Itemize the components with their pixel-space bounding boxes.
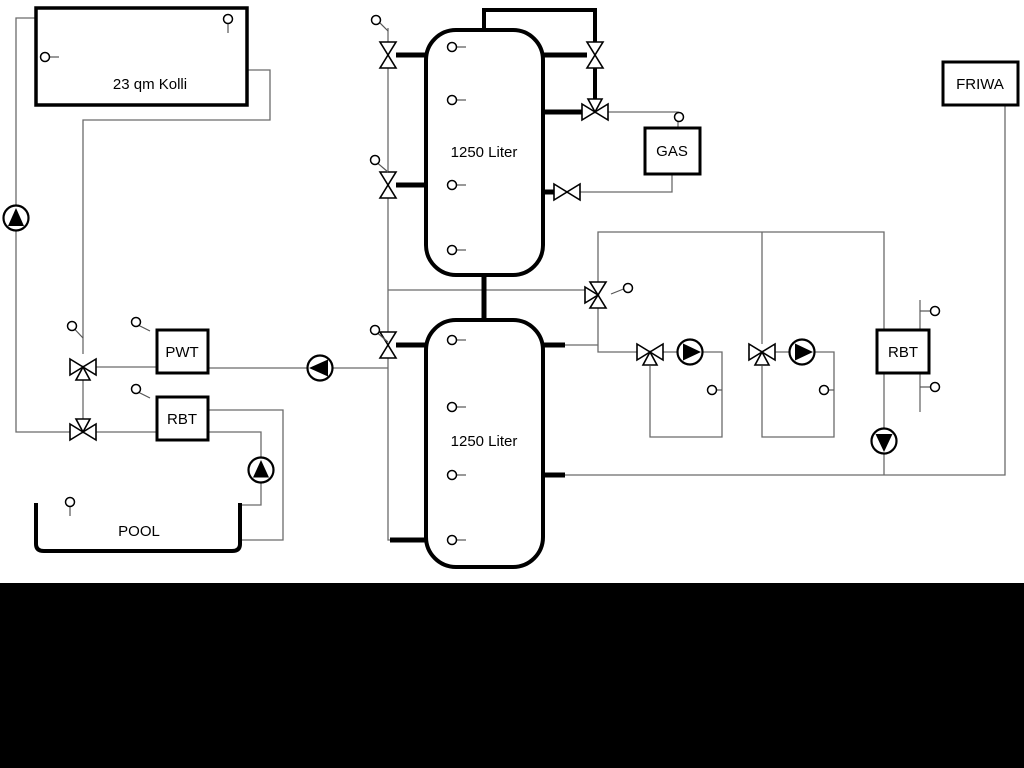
temperature-sensor-icon	[929, 381, 941, 393]
temperature-sensor-icon	[446, 244, 458, 256]
buffer-tank-upper: 1250 Liter	[424, 28, 545, 277]
shutoff-valve-gas-return-icon	[553, 182, 581, 202]
pool-basin: POOL	[34, 503, 242, 553]
temperature-sensor-icon	[369, 154, 381, 166]
three-way-mixing-valve-heating-2-icon	[748, 342, 776, 366]
shutoff-valve-tank-upper-left-top-icon	[378, 41, 398, 69]
temperature-sensor-icon	[706, 384, 718, 396]
temperature-sensor-icon	[130, 383, 142, 395]
bottom-black-band	[0, 583, 1024, 768]
temperature-sensor-icon	[446, 179, 458, 191]
buffer-tank-lower: 1250 Liter	[424, 318, 545, 569]
pump-rbt-right-icon	[870, 427, 898, 455]
friwa-station-box: FRIWA	[941, 60, 1020, 107]
pump-pool-icon	[247, 456, 275, 484]
temperature-sensor-icon	[64, 496, 76, 508]
rbt-right-label: RBT	[888, 344, 918, 361]
temperature-sensor-icon	[66, 320, 78, 332]
rbt-left-label: RBT	[167, 411, 197, 428]
three-way-valve-heating-supply-icon	[584, 281, 608, 309]
collector-label: 23 qm Kolli	[113, 76, 187, 93]
shutoff-valve-tank-upper-right-top-icon	[585, 41, 605, 69]
temperature-sensors	[39, 13, 941, 546]
gas-label: GAS	[656, 143, 688, 160]
three-way-valve-solar-rbt-icon	[69, 418, 97, 442]
three-way-mixing-valve-heating-1-icon	[636, 342, 664, 366]
temperature-sensor-icon	[222, 13, 234, 25]
pump-heating-circuit-2-icon	[788, 338, 816, 366]
gas-boiler-box: GAS	[643, 126, 702, 176]
temperature-sensor-icon	[39, 51, 51, 63]
pump-pwt-charging-icon	[306, 354, 334, 382]
temperature-sensor-icon	[446, 469, 458, 481]
temperature-sensor-icon	[929, 305, 941, 317]
pump-solar-collector-icon	[2, 204, 30, 232]
pwt-label: PWT	[165, 344, 198, 361]
temperature-sensor-icon	[622, 282, 634, 294]
temperature-sensor-icon	[446, 334, 458, 346]
rbt-left-heat-exchanger-box: RBT	[155, 395, 210, 442]
shutoff-valve-tank-lower-left-icon	[378, 331, 398, 359]
tank-lower-label: 1250 Liter	[451, 433, 518, 450]
tank-upper-label: 1250 Liter	[451, 144, 518, 161]
temperature-sensor-icon	[818, 384, 830, 396]
temperature-sensor-icon	[446, 534, 458, 546]
pool-label: POOL	[118, 523, 160, 540]
three-way-valve-solar-pwt-icon	[69, 357, 97, 381]
temperature-sensor-icon	[369, 324, 381, 336]
temperature-sensor-icon	[446, 94, 458, 106]
temperature-sensor-icon	[446, 41, 458, 53]
pwt-heat-exchanger-box: PWT	[155, 328, 210, 375]
temperature-sensor-icon	[130, 316, 142, 328]
temperature-sensor-icon	[370, 14, 382, 26]
pump-heating-circuit-1-icon	[676, 338, 704, 366]
solar-collector-box: 23 qm Kolli	[34, 6, 249, 107]
rbt-right-heat-exchanger-box: RBT	[875, 328, 931, 375]
temperature-sensor-icon	[673, 111, 685, 123]
three-way-valve-gas-supply-icon	[581, 98, 609, 122]
friwa-label: FRIWA	[956, 76, 1004, 93]
temperature-sensor-icon	[446, 401, 458, 413]
shutoff-valve-tank-upper-left-bottom-icon	[378, 171, 398, 199]
